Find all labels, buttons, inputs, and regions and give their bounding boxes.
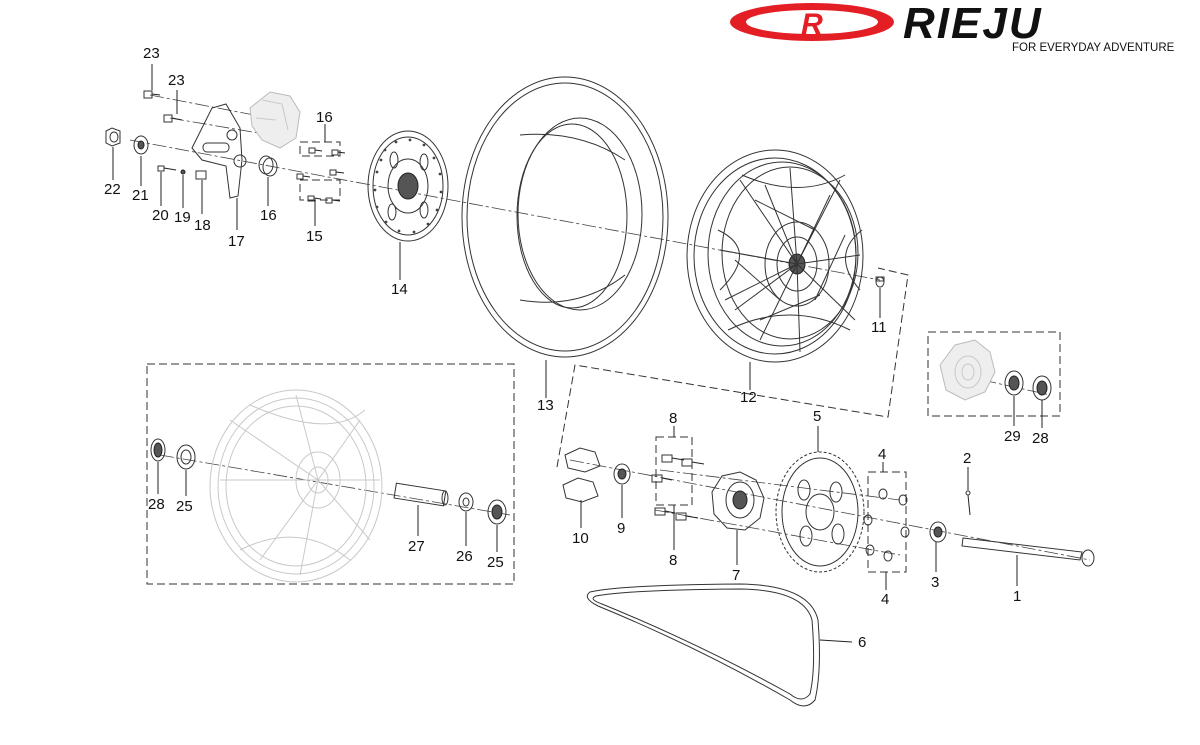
part-15-bolts — [296, 173, 341, 204]
part-25-bearing-left — [176, 444, 196, 470]
hub-assembly-box — [146, 363, 515, 585]
callout-4-bottom: 4 — [881, 591, 889, 608]
callout-14: 14 — [391, 281, 408, 298]
callout-8-bottom: 8 — [669, 552, 677, 569]
callout-7: 7 — [732, 567, 740, 584]
callout-25-right: 25 — [487, 554, 504, 571]
callout-23-lower: 23 — [168, 72, 185, 89]
callout-3: 3 — [931, 574, 939, 591]
callout-22: 22 — [104, 181, 121, 198]
part-21-washer — [133, 135, 149, 155]
brand-name: RIEJU — [903, 0, 1043, 48]
callout-5: 5 — [813, 408, 821, 425]
callout-19: 19 — [174, 209, 191, 226]
hub-detail-box — [927, 331, 1061, 417]
part-13-tyre — [461, 76, 669, 358]
callout-15: 15 — [306, 228, 323, 245]
part-16-bolts — [308, 147, 346, 176]
part-28-bearing-seal-left — [150, 438, 166, 462]
brand-tagline: FOR EVERYDAY ADVENTURE — [1012, 42, 1175, 54]
callout-4-top: 4 — [878, 446, 886, 463]
part-16-collar — [258, 155, 278, 177]
callout-13: 13 — [537, 397, 554, 414]
part-28-seal-detail — [1032, 375, 1052, 401]
callout-28-left: 28 — [148, 496, 165, 513]
callout-16-top: 16 — [316, 109, 333, 126]
part-7-sprocket-carrier — [711, 471, 765, 531]
wheel-hub-ghost — [209, 389, 383, 583]
part-17-caliper-bracket — [191, 103, 247, 199]
leader-lines — [112, 64, 1043, 643]
part-19-clip — [180, 169, 186, 175]
part-14-brake-disc — [367, 130, 449, 242]
callout-6: 6 — [858, 634, 866, 651]
callout-21: 21 — [132, 187, 149, 204]
part-6-drive-chain — [586, 583, 820, 707]
hub-detail-ghost — [939, 339, 996, 401]
part-5-sprocket — [775, 451, 865, 573]
part-12-wheel-rim — [686, 149, 864, 363]
logo-letter: R — [801, 8, 823, 41]
callout-10: 10 — [572, 530, 589, 547]
part-22-nut — [105, 127, 121, 147]
callout-23-top: 23 — [143, 45, 160, 62]
part-18-bushing — [195, 170, 207, 180]
part-10-damper-rubbers — [562, 447, 601, 503]
callout-20: 20 — [152, 207, 169, 224]
part-4-nuts — [863, 488, 910, 562]
part-26-washer — [458, 492, 474, 512]
part-27-spacer — [393, 482, 449, 507]
callout-12: 12 — [740, 389, 757, 406]
part-20-pin — [157, 165, 177, 172]
part-23-bolt-top — [143, 90, 161, 99]
part-3-axle-collar — [929, 521, 947, 543]
callout-26: 26 — [456, 548, 473, 565]
brand-logo: R RIEJU FOR EVERYDAY ADVENTURE — [730, 0, 1175, 54]
callout-numbers: 23 23 22 21 20 19 18 17 16 16 15 14 13 1… — [104, 45, 1049, 651]
callout-27: 27 — [408, 538, 425, 555]
callout-11: 11 — [871, 319, 887, 336]
callout-29: 29 — [1004, 428, 1021, 445]
callout-25-left: 25 — [176, 498, 193, 515]
callout-18: 18 — [194, 217, 211, 234]
part-29-bearing-detail — [1004, 370, 1024, 396]
caliper-ghost — [249, 91, 301, 149]
part-8-bolts — [651, 454, 705, 521]
part-11-valve — [875, 276, 885, 288]
part-23-bolt-lower — [163, 114, 183, 123]
callout-1: 1 — [1013, 588, 1021, 605]
part-9-collar — [613, 463, 631, 485]
callout-17: 17 — [228, 233, 245, 250]
callout-8-top: 8 — [669, 410, 677, 427]
callout-9: 9 — [617, 520, 625, 537]
callout-28-detail: 28 — [1032, 430, 1049, 447]
part-25-bearing-right — [487, 499, 507, 525]
part-1-axle — [961, 537, 1095, 567]
callout-16-left: 16 — [260, 207, 277, 224]
callout-2: 2 — [963, 450, 971, 467]
part-2-cotter-pin — [965, 490, 971, 516]
